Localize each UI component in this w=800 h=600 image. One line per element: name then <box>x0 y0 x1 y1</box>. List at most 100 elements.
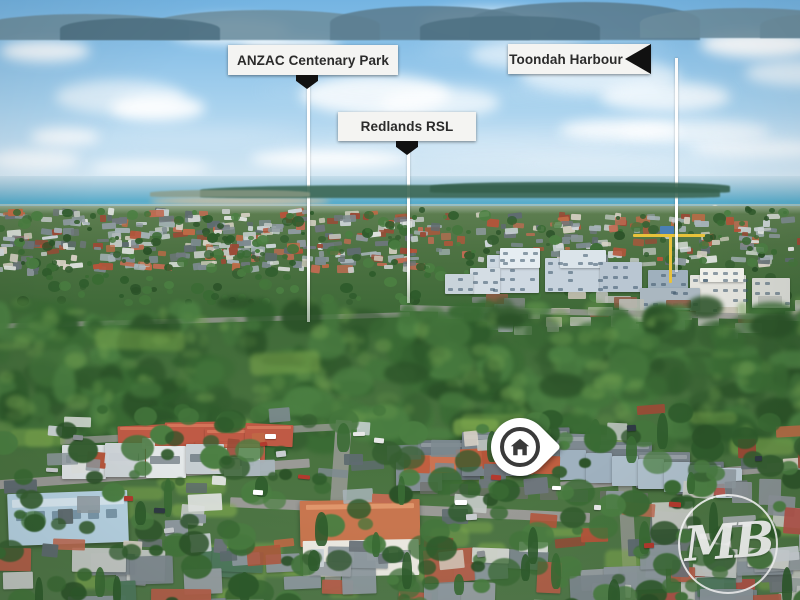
foreground-tree <box>473 579 490 593</box>
canopy-tree <box>423 263 436 273</box>
canopy-tree <box>289 285 300 294</box>
callout-anzac[interactable]: ANZAC Centenary Park <box>228 45 398 89</box>
far-suburb-roof <box>343 238 352 245</box>
canopy-tree <box>144 258 151 264</box>
canopy-tree <box>482 247 490 255</box>
palm-tree <box>608 578 621 600</box>
roof-ridge <box>120 427 176 430</box>
canopy-highlight <box>563 316 586 324</box>
canopy-mass <box>130 381 163 398</box>
canopy-tree <box>648 224 659 234</box>
apartment-window <box>673 292 678 295</box>
canopy-highlight <box>793 399 800 411</box>
canopy-highlight <box>66 308 87 316</box>
apartment-window <box>633 286 638 289</box>
canopy-mass <box>221 317 241 347</box>
far-suburb-roof <box>536 238 544 244</box>
foreground-tree <box>395 445 425 470</box>
foreground-tree <box>473 553 487 565</box>
canopy-highlight <box>581 385 606 400</box>
far-suburb-roof <box>476 228 487 236</box>
foreground-tree <box>393 597 425 600</box>
canopy-tree <box>612 257 617 261</box>
cirrus-streak <box>510 161 682 168</box>
palm-tree <box>95 566 106 597</box>
canopy-tree <box>545 242 550 247</box>
canopy-tree <box>223 237 232 245</box>
distant-hill <box>420 16 600 40</box>
canopy-tree <box>30 210 43 222</box>
home-pin-icon[interactable] <box>478 405 562 489</box>
apartment-window <box>458 278 463 281</box>
foreground-tree <box>273 593 302 600</box>
apartment-window <box>503 252 508 255</box>
palm-tree <box>134 501 147 525</box>
canopy-mass <box>539 372 586 399</box>
far-suburb-roof <box>571 234 584 243</box>
canopy-tree <box>349 292 358 300</box>
house-roof <box>463 429 479 447</box>
canopy-mass <box>468 324 489 362</box>
foreground-tree <box>579 458 591 468</box>
canopy-highlight <box>471 343 491 356</box>
canopy-tree <box>506 216 518 226</box>
canopy-tree <box>231 213 240 221</box>
foreground-tree <box>758 413 782 433</box>
foreground-tree <box>489 505 509 521</box>
canopy-tree <box>89 213 96 219</box>
house-roof <box>186 483 208 494</box>
canopy-tree <box>202 289 216 301</box>
canopy-highlight <box>342 331 356 343</box>
cloud <box>250 150 410 168</box>
canopy-tree <box>215 233 221 237</box>
apartment-window <box>598 287 603 291</box>
canopy-highlight <box>199 334 209 347</box>
shed-roof <box>794 300 800 311</box>
canopy-tree <box>211 293 220 300</box>
canopy-tree <box>241 249 251 258</box>
canopy-highlight <box>584 299 607 316</box>
callout-leader-line-anzac <box>307 75 310 322</box>
canopy-highlight <box>593 377 603 389</box>
callout-rsl[interactable]: Redlands RSL <box>338 112 476 155</box>
canopy-highlight <box>64 352 87 368</box>
canopy-highlight <box>640 337 654 351</box>
apartment-window <box>548 287 553 291</box>
far-suburb-roof <box>430 222 441 231</box>
grass-verge <box>157 477 217 488</box>
canopy-tree <box>763 216 770 222</box>
shoreline-edge <box>0 204 800 214</box>
apartment-window <box>558 287 563 291</box>
canopy-tree <box>327 246 339 256</box>
canopy-highlight <box>218 322 230 331</box>
apartment-window <box>105 508 118 519</box>
foreground-tree <box>149 544 163 556</box>
canopy-tree <box>748 208 756 216</box>
foreground-tree <box>50 517 66 530</box>
canopy-tree <box>717 219 725 226</box>
canopy-tree <box>590 243 603 255</box>
callout-label-toondah: Toondah Harbour <box>509 51 623 67</box>
foreground-tree <box>796 435 800 463</box>
canopy-highlight <box>647 315 657 328</box>
canopy-highlight <box>487 310 497 324</box>
property-pin-wrapper[interactable] <box>478 405 562 491</box>
callout-toondah[interactable]: Toondah Harbour <box>508 44 651 74</box>
canopy-tree <box>398 225 412 236</box>
far-suburb-roof <box>152 263 166 270</box>
apartment-window <box>723 279 728 282</box>
parked-car <box>643 542 655 549</box>
canopy-tree <box>203 215 214 224</box>
parked-car <box>552 485 562 491</box>
far-suburb-roof <box>121 241 130 247</box>
apartment-window <box>703 279 708 282</box>
foreground-tree <box>181 553 213 579</box>
shed-roof <box>758 296 782 306</box>
canopy-mass <box>510 322 548 350</box>
canopy-highlight <box>194 315 210 331</box>
callout-leader-line-toondah <box>675 58 678 272</box>
far-suburb-roof <box>640 261 656 266</box>
canopy-tree <box>390 259 398 266</box>
foreground-tree <box>76 568 93 581</box>
